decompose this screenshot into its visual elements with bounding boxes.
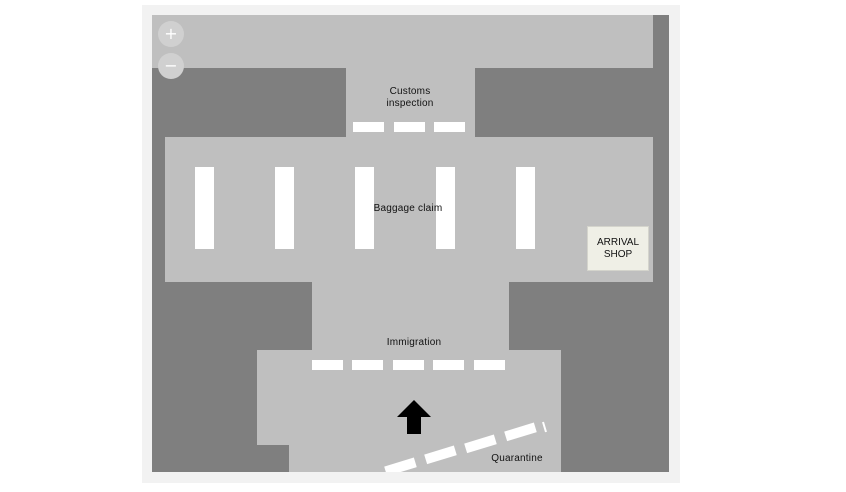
- immigration-corridor: [312, 280, 509, 352]
- baggage-carousel: [195, 167, 214, 249]
- immigration-desk: [474, 360, 505, 370]
- quarantine-label: Quarantine: [491, 453, 543, 464]
- quarantine-barrier: [542, 421, 547, 433]
- quarantine-hall-bottom: [289, 443, 561, 472]
- quarantine-desks: [384, 421, 547, 472]
- baggage-carousel: [355, 167, 374, 249]
- zoom-in-button[interactable]: +: [158, 21, 184, 47]
- arrival-shop-label: ARRIVAL SHOP: [596, 236, 640, 260]
- immigration-label: Immigration: [386, 337, 442, 348]
- customs-desk: [394, 122, 425, 132]
- baggage-claim-label: Baggage claim: [373, 203, 443, 214]
- customs-inspection-label: Customs inspection: [386, 86, 434, 109]
- baggage-claim-hall: [165, 137, 653, 282]
- immigration-desk: [433, 360, 464, 370]
- quarantine-desk: [504, 422, 537, 442]
- baggage-carousel: [436, 167, 455, 249]
- quarantine-desk-group: [384, 422, 537, 472]
- up-arrow-icon: [397, 400, 431, 434]
- immigration-desk: [352, 360, 383, 370]
- baggage-carousel: [275, 167, 294, 249]
- arrival-shop[interactable]: ARRIVAL SHOP: [587, 226, 649, 271]
- airport-arrival-floor-map[interactable]: Customs inspection Baggage claim Immigra…: [152, 15, 669, 472]
- quarantine-desk: [384, 457, 417, 472]
- quarantine-desk: [424, 445, 457, 465]
- quarantine-desk: [464, 434, 497, 454]
- customs-desk: [353, 122, 384, 132]
- top-corridor: [152, 15, 653, 68]
- customs-desk: [434, 122, 465, 132]
- baggage-carousel: [516, 167, 535, 249]
- immigration-desk: [393, 360, 424, 370]
- zoom-out-button[interactable]: −: [158, 53, 184, 79]
- immigration-desk: [312, 360, 343, 370]
